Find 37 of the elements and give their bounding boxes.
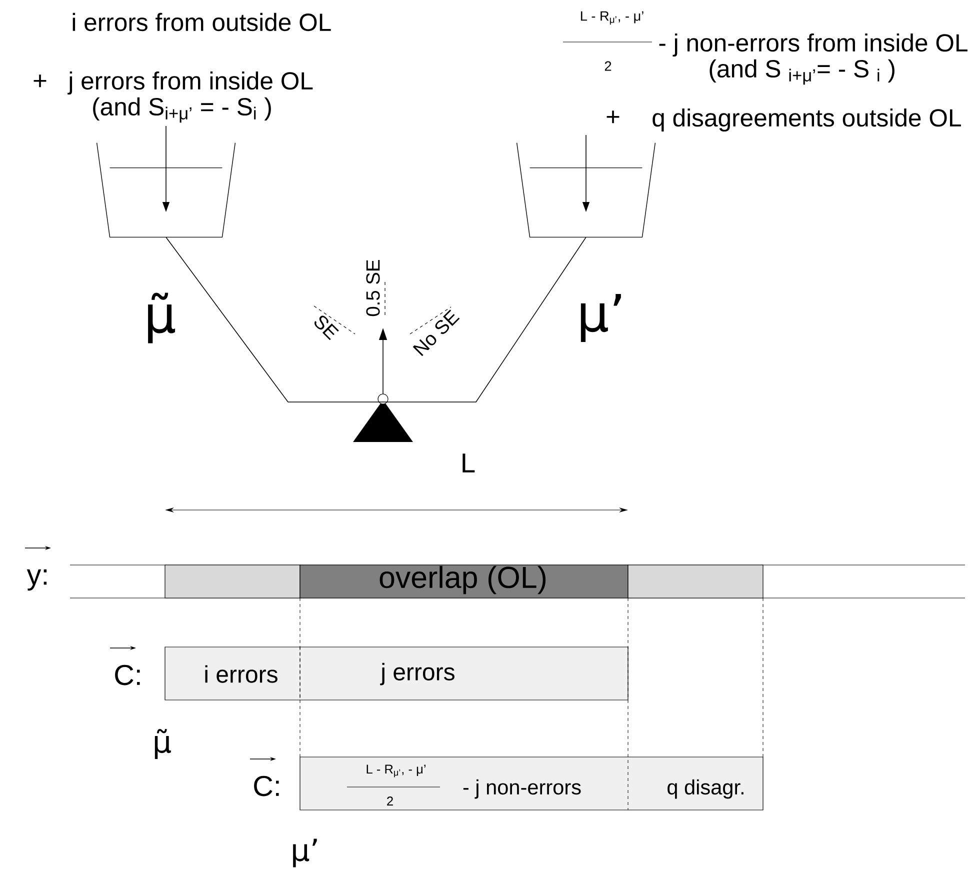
annotation-text: (and S$_{i+μ’}$ = - S$_{i}$ ) [93,97,271,123]
balance-beam [166,236,586,402]
box-text: q disagr. [668,779,744,799]
annotation-text: i errors from outside OL [72,12,331,32]
fraction-denominator: 2 [604,61,612,71]
box-text: - j non-errors [463,779,581,799]
dimension-label: L [462,454,475,472]
row-label: C: [254,776,279,796]
row-label: C: [115,664,140,686]
annotation-text: - j non-errors from inside OL [659,33,968,57]
text-block [562,11,968,132]
fraction-numerator: L - R$_{μ’}$, - μ’ [580,11,644,25]
bucket [96,142,236,238]
fraction-numerator: L - R$_{μ’}$, - μ’ [366,764,426,778]
box-text: overlap (OL) [380,566,546,594]
box-text: j errors [380,662,454,686]
box-text: i errors [205,665,278,683]
scale-label: SE [314,316,339,340]
shaded-region [164,564,300,598]
row-label: y: [26,569,47,591]
plus-sign: + [34,74,46,88]
symbol-label: μ̃ [154,729,171,759]
scale-label: No SE [412,310,460,356]
symbol-label: μ’ [580,294,621,342]
data-bar [300,756,764,810]
overlap-region [300,564,628,598]
scale-label: 0.5 SE [366,260,380,316]
symbol-label: μ’ [293,838,317,868]
symbol-label: μ̃ [148,292,176,344]
plus-sign: + [606,110,620,124]
fraction-denominator: 2 [387,796,393,806]
annotation-text: j errors from inside OL [68,71,313,95]
data-bar [164,646,628,700]
shaded-region [628,564,764,598]
annotation-text: (and S $_{i+μ’}$= - S $_{i}$ ) [710,59,894,85]
annotation-text: q disagreements outside OL [652,108,961,132]
bucket [516,142,656,238]
